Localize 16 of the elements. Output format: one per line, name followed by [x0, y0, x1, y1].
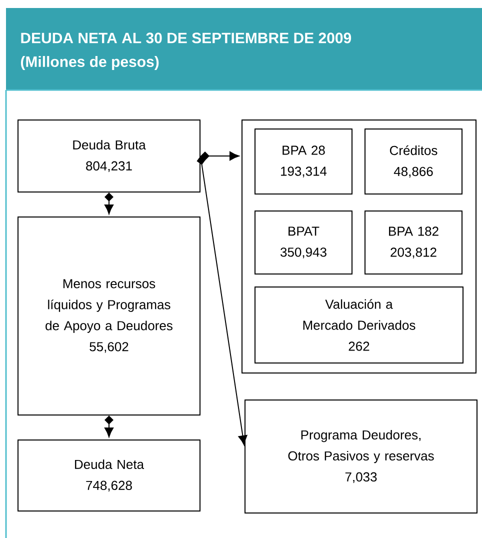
arrow	[196, 156, 248, 446]
value-box: Valuación a Mercado Derivados 262	[254, 286, 464, 364]
title: DEUDA NETA AL 30 DE SEPTIEMBRE DE 2009	[21, 32, 352, 44]
value-box: BPA 182 203,812	[364, 210, 462, 274]
container-box	[242, 120, 476, 374]
value-box: BPA 28 193,314	[254, 128, 352, 194]
arrow	[104, 192, 114, 214]
value-box: Programa Deudores, Otros Pasivos y reservas 7,033	[244, 400, 478, 514]
value-box: Créditos 48,866	[364, 128, 462, 194]
arrow	[104, 416, 114, 438]
value-box: Menos recursos líquidos y Programas de Apoyo a Deudores 55,602	[18, 216, 200, 416]
value-box: BPAT 350,943	[254, 210, 352, 274]
subtitle: (Millones de pesos)	[20, 56, 159, 70]
arrow	[200, 151, 240, 161]
value-box: Deuda Neta 748,628	[18, 440, 200, 512]
value-box: Deuda Bruta 804,231	[18, 120, 200, 192]
